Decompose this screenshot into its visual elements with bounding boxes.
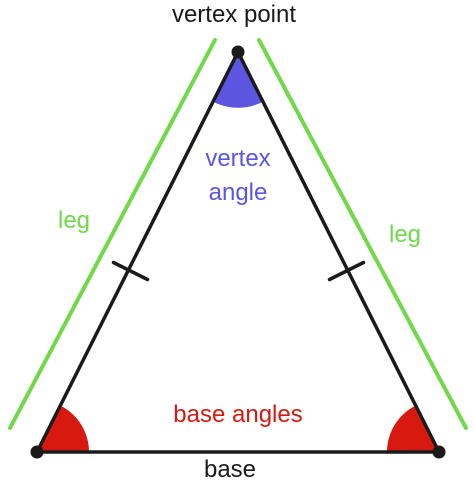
- vertex-point-label: vertex point: [172, 1, 296, 28]
- leg-label-left: leg: [58, 207, 90, 234]
- vertex-angle-label-line2: angle: [209, 179, 268, 206]
- base-label: base: [204, 456, 256, 481]
- vertex-point-dot: [231, 45, 245, 59]
- leg-line-right: [257, 38, 468, 430]
- base-angle-wedge-left: [37, 406, 89, 452]
- base-angles-label: base angles: [173, 401, 302, 428]
- vertex-angle-wedge: [211, 52, 265, 108]
- base-left-dot: [30, 445, 44, 459]
- vertex-angle-label-line1: vertex: [205, 145, 270, 172]
- base-right-dot: [432, 445, 446, 459]
- leg-tick-left: [111, 260, 150, 282]
- base-angle-wedge-right: [387, 406, 439, 452]
- leg-label-right: leg: [389, 221, 421, 248]
- triangle-outline: [35, 50, 441, 454]
- leg-tick-right: [327, 260, 366, 282]
- leg-line-left: [8, 38, 217, 430]
